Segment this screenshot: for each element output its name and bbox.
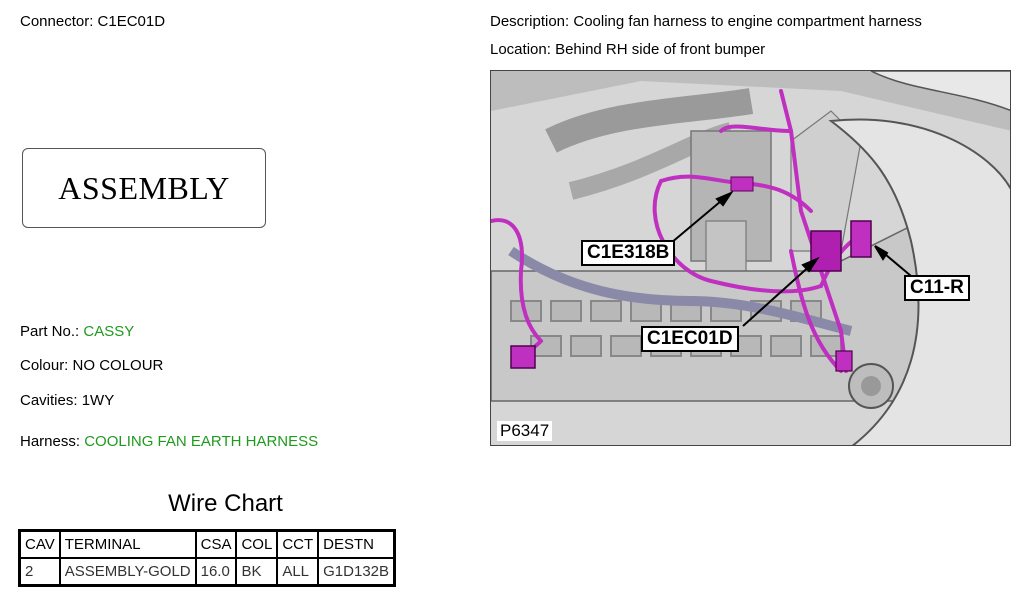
table-row: 2 ASSEMBLY-GOLD 16.0 BK ALL G1D132B [18,557,396,587]
cell-cct: ALL [276,557,320,587]
wire-chart-table: CAV TERMINAL CSA COL CCT DESTN 2 ASSEMBL… [18,529,397,587]
cell-terminal: ASSEMBLY-GOLD [58,557,197,587]
harness-value: COOLING FAN EARTH HARNESS [84,433,319,450]
cell-destn: G1D132B [317,557,396,587]
connector-face-text: ASSEMBLY [58,169,230,206]
cavities-value: 1WY [81,392,115,409]
harness-label: Harness: [20,433,81,450]
connector-label: Connector: [20,13,94,30]
connector-face-image: ASSEMBLY [22,148,266,228]
location-illustration: C1E318B C11-R C1EC01D P6347 [490,70,1011,446]
cell-col: BK [235,557,279,587]
header-destn: DESTN [317,529,396,559]
connector-value: C1EC01D [97,13,166,30]
header-cct: CCT [276,529,320,559]
part-no-line: Part No.: CASSY [20,323,134,340]
cell-csa: 16.0 [194,557,238,587]
wire-chart-title: Wire Chart [168,490,283,517]
location-value: Behind RH side of front bumper [555,41,766,58]
part-no-value: CASSY [83,323,135,340]
callout-c1e318b: C1E318B [581,240,676,266]
location-label: Location: [490,41,551,58]
harness-line: Harness: COOLING FAN EARTH HARNESS [20,433,318,450]
header-terminal: TERMINAL [58,529,197,559]
colour-line: Colour: NO COLOUR [20,357,163,374]
part-no-label: Part No.: [20,323,80,340]
wire-chart-header-row: CAV TERMINAL CSA COL CCT DESTN [18,529,396,559]
description-value: Cooling fan harness to engine compartmen… [573,13,922,30]
description-line: Description: Cooling fan harness to engi… [490,13,922,30]
description-label: Description: [490,13,570,30]
header-col: COL [235,529,279,559]
header-cav: CAV [18,529,61,559]
colour-value: NO COLOUR [72,357,164,374]
header-csa: CSA [194,529,238,559]
cell-cav: 2 [18,557,61,587]
callout-c11-r: C11-R [904,275,970,301]
cavities-label: Cavities: [20,392,78,409]
connector-line: Connector: C1EC01D [20,13,165,30]
colour-label: Colour: [20,357,69,374]
location-line: Location: Behind RH side of front bumper [490,41,765,58]
cavities-line: Cavities: 1WY [20,392,114,409]
figure-id: P6347 [497,421,553,441]
illustration-drawing [491,71,1010,445]
callout-c1ec01d: C1EC01D [641,326,739,352]
